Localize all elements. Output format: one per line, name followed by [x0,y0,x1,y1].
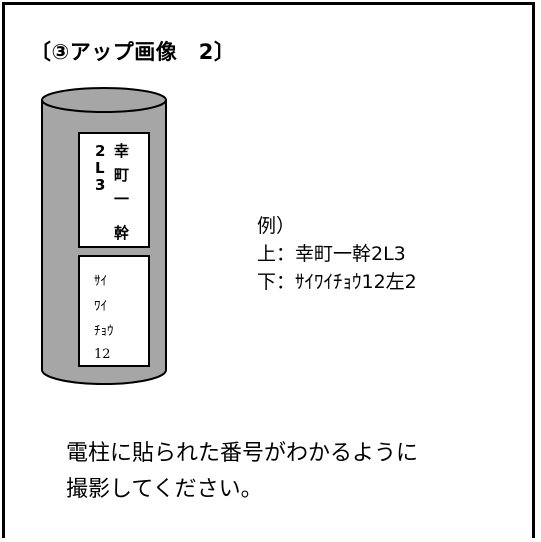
pole-top [41,87,167,113]
upper-number-plate [78,132,150,248]
upper-right-char-5: 幹 [114,224,130,242]
instruction-text: 電柱に貼られた番号がわかるように 撮影してください。 [66,436,418,508]
lower-char-1: ｻｲ [94,274,107,289]
example-upper-line: 上：幸町一幹2L3 [257,243,406,265]
instruction-line-1: 電柱に貼られた番号がわかるように [66,441,419,466]
upper-left-char-2: L [95,159,105,177]
upper-right-char-2: 町 [114,166,129,184]
upper-right-char-3: 一 [114,190,129,208]
example-block: 例） 上：幸町一幹2L3 下：ｻｲﾜｲﾁｮｳ12左2 [257,212,417,296]
instruction-line-2: 撮影してください。 [66,477,263,502]
frame-border [2,2,535,538]
lower-char-3: ﾁｮｳ [94,324,114,339]
lower-number-plate [78,255,150,367]
example-lower-line: 下：ｻｲﾜｲﾁｮｳ12左2 [257,271,417,293]
lower-char-4: 12 [94,347,111,362]
upper-left-char-3: 3 [95,176,105,194]
utility-pole-diagram: 2 L 3 幸 町 一 幹 ｻｲ ﾜｲ ﾁｮｳ 12 [41,87,167,385]
lower-char-2: ﾜｲ [94,299,107,314]
example-heading: 例） [257,215,296,237]
upper-right-char-1: 幸 [114,142,129,160]
page-title: 〔③アップ画像 2〕 [30,40,236,64]
upper-left-char-1: 2 [95,142,105,160]
